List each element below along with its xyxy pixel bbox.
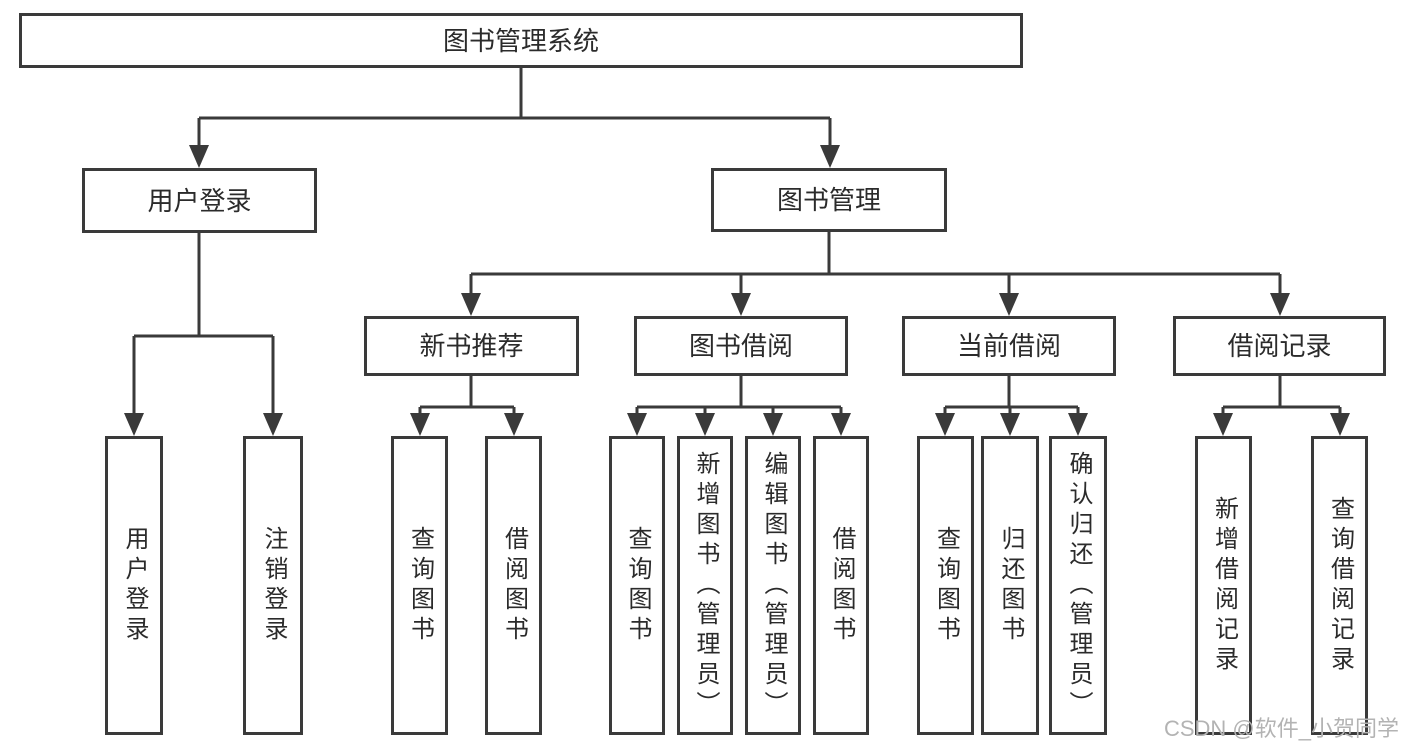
- node-book-borrow-label: 图书借阅: [688, 331, 793, 361]
- node-leaf-query-books-2-label: 查询图书: [624, 525, 651, 646]
- node-leaf-user-login-label: 用户登录: [121, 525, 148, 646]
- node-borrow-records: 借阅记录: [1173, 316, 1386, 376]
- node-user-login-label: 用户登录: [147, 185, 252, 216]
- node-leaf-add-books-admin-label: 新增图书（管理员）: [692, 450, 719, 721]
- node-book-management-label: 图书管理: [776, 185, 881, 215]
- node-leaf-query-borrow-record: 查询借阅记录: [1311, 436, 1368, 735]
- node-leaf-query-books-3-label: 查询图书: [932, 525, 960, 646]
- node-user-login: 用户登录: [82, 168, 317, 233]
- node-borrow-records-label: 借阅记录: [1227, 331, 1332, 361]
- node-leaf-edit-books-admin: 编辑图书（管理员）: [745, 436, 801, 735]
- node-new-book-recommend: 新书推荐: [364, 316, 579, 376]
- node-leaf-query-books-3: 查询图书: [917, 436, 974, 735]
- node-leaf-add-borrow-record-label: 新增借阅记录: [1210, 495, 1238, 676]
- node-leaf-query-books-2: 查询图书: [609, 436, 665, 735]
- node-leaf-query-books-1-label: 查询图书: [406, 525, 434, 646]
- node-leaf-confirm-return-admin: 确认归还（管理员）: [1049, 436, 1107, 735]
- node-leaf-user-login: 用户登录: [105, 436, 163, 735]
- node-leaf-query-books-1: 查询图书: [391, 436, 448, 735]
- node-root: 图书管理系统: [19, 13, 1023, 68]
- node-new-book-recommend-label: 新书推荐: [419, 331, 524, 361]
- node-leaf-add-books-admin: 新增图书（管理员）: [677, 436, 733, 735]
- node-leaf-confirm-return-admin-label: 确认归还（管理员）: [1065, 450, 1092, 721]
- node-current-borrow: 当前借阅: [902, 316, 1116, 376]
- node-leaf-add-borrow-record: 新增借阅记录: [1195, 436, 1252, 735]
- node-leaf-logout-label: 注销登录: [260, 525, 287, 646]
- node-book-borrow: 图书借阅: [634, 316, 848, 376]
- node-root-label: 图书管理系统: [442, 25, 599, 56]
- node-leaf-borrow-books-1: 借阅图书: [485, 436, 542, 735]
- node-leaf-query-borrow-record-label: 查询借阅记录: [1326, 495, 1354, 676]
- node-leaf-return-books: 归还图书: [981, 436, 1039, 735]
- node-leaf-logout: 注销登录: [243, 436, 303, 735]
- node-leaf-borrow-books-1-label: 借阅图书: [500, 525, 528, 646]
- csdn-watermark: CSDN @软件_小贺同学: [1163, 716, 1399, 741]
- node-leaf-edit-books-admin-label: 编辑图书（管理员）: [760, 450, 787, 721]
- node-leaf-borrow-books-2-label: 借阅图书: [828, 525, 855, 646]
- node-leaf-return-books-label: 归还图书: [997, 525, 1024, 646]
- node-leaf-borrow-books-2: 借阅图书: [813, 436, 869, 735]
- node-book-management: 图书管理: [711, 168, 947, 232]
- node-current-borrow-label: 当前借阅: [956, 331, 1061, 361]
